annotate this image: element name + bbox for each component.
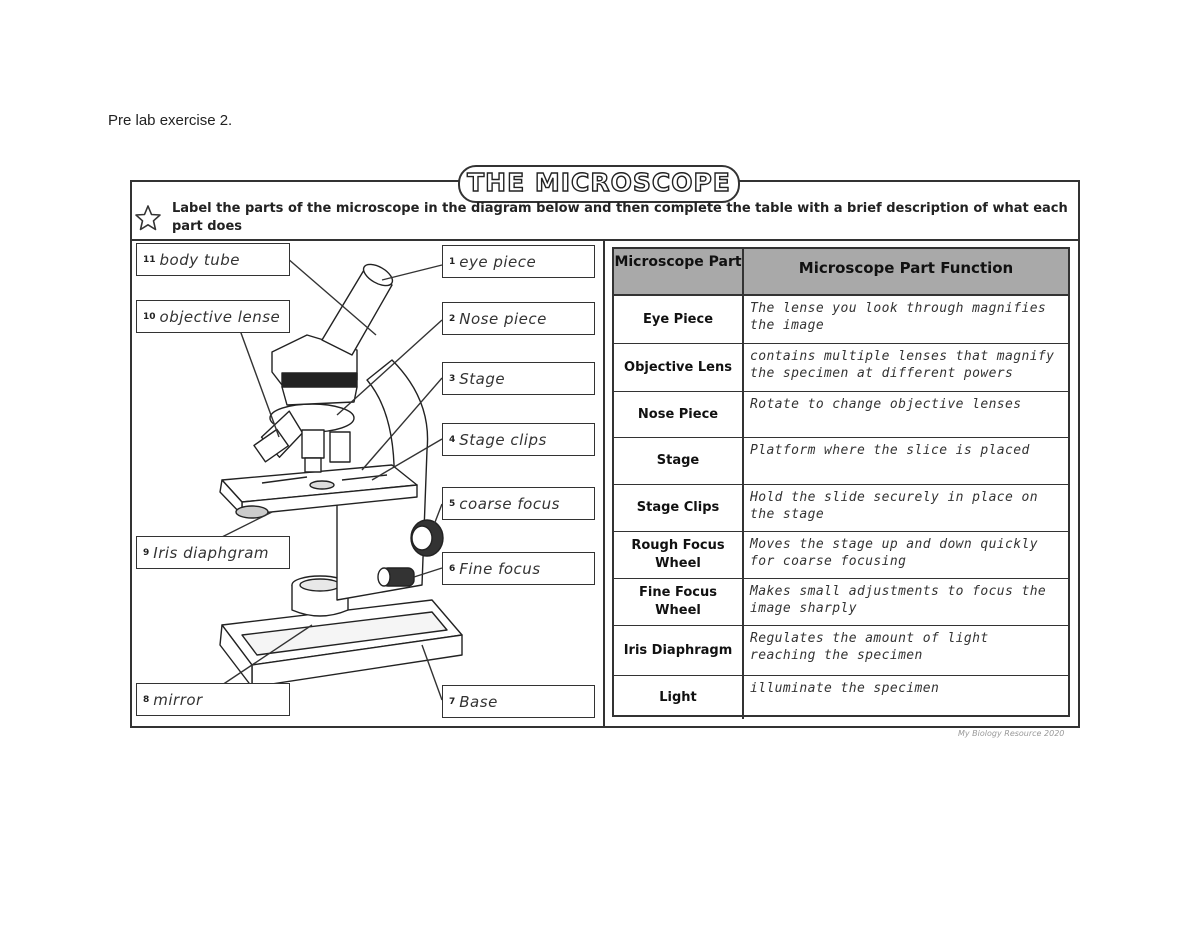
table-row: Iris Diaphragm Regulates the amount of l… (614, 626, 1068, 676)
label-answer: Stage (459, 370, 505, 388)
label-box[interactable]: 11 body tube (136, 243, 290, 276)
label-box[interactable]: 8 mirror (136, 683, 290, 716)
label-number: 6 (449, 564, 455, 574)
part-function[interactable]: Makes small adjustments to focus the ima… (744, 579, 1068, 625)
parts-table: Microscope Part Microscope Part Function… (612, 247, 1070, 717)
label-answer: mirror (153, 691, 202, 709)
part-name: Iris Diaphragm (614, 626, 744, 675)
label-number: 1 (449, 257, 455, 267)
label-number: 5 (449, 499, 455, 509)
label-box[interactable]: 1 eye piece (442, 245, 595, 278)
page-heading: Pre lab exercise 2. (108, 112, 232, 129)
table-row: Rough Focus Wheel Moves the stage up and… (614, 532, 1068, 579)
table-row: Nose Piece Rotate to change objective le… (614, 392, 1068, 438)
worksheet-title: THE MICROSCOPE (458, 165, 740, 203)
label-box[interactable]: 4 Stage clips (442, 423, 595, 456)
instructions: Label the parts of the microscope in the… (172, 200, 1077, 236)
header-part: Microscope Part (614, 249, 744, 294)
label-number: 8 (143, 695, 149, 705)
label-number: 4 (449, 435, 455, 445)
copyright-footer: My Biology Resource 2020 (958, 729, 1064, 738)
label-number: 3 (449, 374, 455, 384)
label-answer: coarse focus (459, 495, 560, 513)
label-answer: eye piece (459, 253, 536, 271)
label-number: 7 (449, 697, 455, 707)
divider (603, 240, 605, 727)
label-answer: Stage clips (459, 431, 547, 449)
label-number: 2 (449, 314, 455, 324)
label-answer: body tube (160, 251, 241, 269)
table-row: Stage Platform where the slice is placed (614, 438, 1068, 485)
label-number: 9 (143, 548, 149, 558)
part-name: Objective Lens (614, 344, 744, 391)
part-name: Stage Clips (614, 485, 744, 531)
part-name: Stage (614, 438, 744, 484)
label-box[interactable]: 10 objective lense (136, 300, 290, 333)
label-box[interactable]: 2 Nose piece (442, 302, 595, 335)
part-name: Rough Focus Wheel (614, 532, 744, 578)
table-row: Stage Clips Hold the slide securely in p… (614, 485, 1068, 532)
label-answer: Iris diaphgram (153, 544, 269, 562)
part-function[interactable]: Rotate to change objective lenses (744, 392, 1068, 437)
label-answer: Nose piece (459, 310, 547, 328)
label-box[interactable]: 6 Fine focus (442, 552, 595, 585)
table-row: Objective Lens contains multiple lenses … (614, 344, 1068, 392)
label-answer: objective lense (160, 308, 281, 326)
label-box[interactable]: 5 coarse focus (442, 487, 595, 520)
label-answer: Base (459, 693, 498, 711)
label-box[interactable]: 3 Stage (442, 362, 595, 395)
part-function[interactable]: Regulates the amount of light reaching t… (744, 626, 1068, 675)
label-box[interactable]: 9 Iris diaphgram (136, 536, 290, 569)
part-name: Eye Piece (614, 296, 744, 343)
header-function: Microscope Part Function (744, 249, 1068, 294)
table-header: Microscope Part Microscope Part Function (614, 249, 1068, 296)
part-name: Fine Focus Wheel (614, 579, 744, 625)
part-function[interactable]: Hold the slide securely in place on the … (744, 485, 1068, 531)
star-icon (134, 204, 162, 232)
label-number: 11 (143, 255, 156, 265)
table-row: Eye Piece The lense you look through mag… (614, 296, 1068, 344)
part-function[interactable]: Moves the stage up and down quickly for … (744, 532, 1068, 578)
part-name: Light (614, 676, 744, 719)
part-function[interactable]: illuminate the specimen (744, 676, 1068, 719)
table-row: Fine Focus Wheel Makes small adjustments… (614, 579, 1068, 626)
part-function[interactable]: Platform where the slice is placed (744, 438, 1068, 484)
part-function[interactable]: contains multiple lenses that magnify th… (744, 344, 1068, 391)
part-function[interactable]: The lense you look through magnifies the… (744, 296, 1068, 343)
part-name: Nose Piece (614, 392, 744, 437)
table-row: Light illuminate the specimen (614, 676, 1068, 719)
label-answer: Fine focus (459, 560, 540, 578)
label-number: 10 (143, 312, 156, 322)
label-box[interactable]: 7 Base (442, 685, 595, 718)
